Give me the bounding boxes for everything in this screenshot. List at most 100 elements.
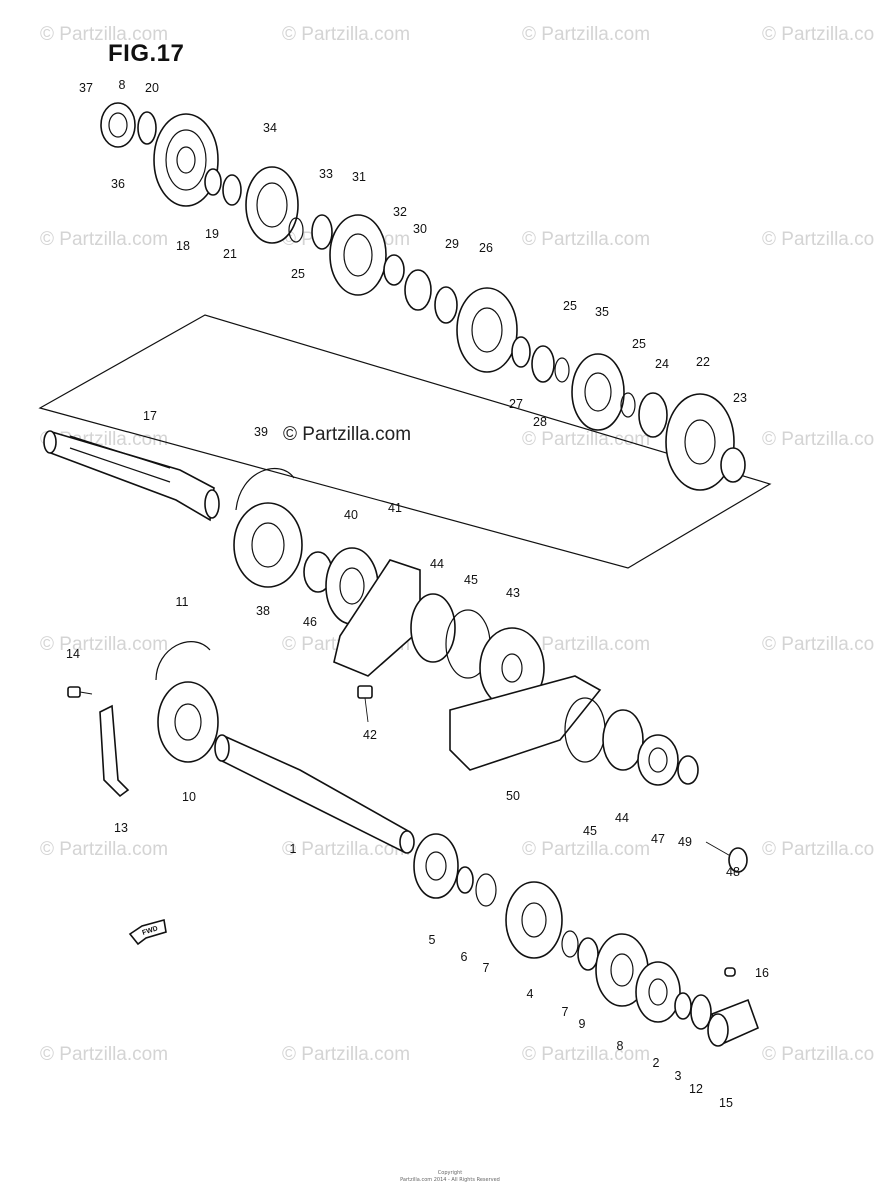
watermark: © Partzilla.com (522, 839, 650, 860)
watermark: © Partzilla.com (40, 24, 168, 45)
part-label-38: 38 (256, 604, 270, 618)
bushing-32 (383, 254, 405, 286)
circlip-7 (475, 873, 497, 907)
washer-20 (137, 111, 157, 145)
part-label-33: 33 (319, 167, 333, 181)
watermark: © Partzilla.com (40, 1044, 168, 1065)
bolt-42 (357, 685, 373, 723)
washer-6 (456, 866, 474, 894)
bearing-47 (637, 734, 679, 786)
gear-2 (635, 961, 681, 1023)
part-label-50: 50 (506, 789, 520, 803)
part-label-15: 15 (719, 1096, 733, 1110)
washer-9 (577, 937, 599, 971)
stopper-13 (99, 704, 130, 798)
watermark: © Partzilla.com (40, 634, 168, 655)
bushing-27 (511, 336, 531, 368)
bearing-10 (157, 681, 219, 763)
watermark: © Partzilla.com (762, 1044, 874, 1065)
part-label-3: 3 (675, 1069, 682, 1083)
bushing-3 (674, 992, 692, 1020)
washer-19 (204, 168, 222, 196)
part-label-37: 37 (79, 81, 93, 95)
part-label-21: 21 (223, 247, 237, 261)
bolt-48 (705, 841, 748, 873)
part-label-34: 34 (263, 121, 277, 135)
part-label-44a: 44 (430, 557, 444, 571)
part-label-10: 10 (182, 790, 196, 804)
part-label-39: 39 (254, 425, 268, 439)
part-label-19: 19 (205, 227, 219, 241)
watermark: © Partzilla.com (522, 1044, 650, 1065)
washer-30 (404, 269, 432, 311)
pin-16 (724, 967, 736, 977)
washer-33 (311, 214, 333, 250)
washer-12 (690, 994, 712, 1030)
watermark: © Partzilla.com (522, 24, 650, 45)
main-shaft-1 (214, 734, 415, 854)
bearing-38 (233, 502, 303, 588)
part-label-2: 2 (653, 1056, 660, 1070)
gear-22 (665, 393, 735, 491)
watermark: © Partzilla.com (282, 1044, 410, 1065)
washer-44 (602, 709, 644, 771)
part-label-1: 1 (290, 842, 297, 856)
circlip-11 (155, 641, 211, 681)
partzilla-credit: © Partzilla.com (283, 424, 412, 445)
watermark-layer: © Partzilla.com © Partzilla.com © Partzi… (40, 24, 874, 1065)
part-label-26: 26 (479, 241, 493, 255)
washer-29 (434, 286, 458, 324)
part-label-45b: 45 (583, 824, 597, 838)
part-label-35: 35 (595, 305, 609, 319)
watermark: © Partzilla.com (522, 429, 650, 450)
circlip-7 (561, 930, 579, 958)
needle-bearing-36 (100, 102, 136, 148)
footer-line-2: Partzilla.com 2014 - All Rights Reserved (400, 1177, 500, 1183)
watermark: © Partzilla.com (40, 229, 168, 250)
watermark: © Partzilla.com (522, 634, 650, 655)
part-label-42: 42 (363, 728, 377, 742)
circlip-25 (288, 217, 304, 243)
gear-34 (245, 166, 299, 244)
part-label-36: 36 (111, 177, 125, 191)
gear-18 (153, 113, 219, 207)
part-label-32: 32 (393, 205, 407, 219)
chain-50 (449, 675, 602, 771)
gear-35 (571, 353, 625, 431)
part-label-6: 6 (461, 950, 468, 964)
footer-line-1: Copyright (437, 1170, 463, 1176)
part-label-28: 28 (533, 415, 547, 429)
gear-31 (329, 214, 387, 296)
part-label-44b: 44 (615, 811, 629, 825)
gear-5 (413, 833, 459, 899)
part-label-7a: 7 (483, 961, 490, 975)
washer-28 (531, 345, 555, 383)
upper-shaft-parts (100, 102, 746, 491)
part-label-29: 29 (445, 237, 459, 251)
part-label-31: 31 (352, 170, 366, 184)
part-label-9: 9 (579, 1017, 586, 1031)
watermark: © Partzilla.com (522, 229, 650, 250)
part-label-7b: 7 (562, 1005, 569, 1019)
part-label-8b: 8 (617, 1039, 624, 1053)
watermark: © Partzilla.com (282, 839, 410, 860)
washer-44 (410, 593, 456, 663)
countershaft-17 (43, 430, 220, 522)
part-label-40: 40 (344, 508, 358, 522)
part-label-23: 23 (733, 391, 747, 405)
washer-24 (638, 392, 668, 438)
part-label-24: 24 (655, 357, 669, 371)
circlip-25 (620, 392, 636, 418)
countershaft-group-outline (38, 314, 772, 569)
part-label-14: 14 (66, 647, 80, 661)
gear-26 (456, 287, 518, 373)
bolt-14 (67, 686, 93, 698)
part-label-41: 41 (388, 501, 402, 515)
watermark: © Partzilla.com (762, 839, 874, 860)
part-label-47: 47 (651, 832, 665, 846)
circlip-25 (554, 357, 570, 383)
part-label-16: 16 (755, 966, 769, 980)
part-label-27: 27 (509, 397, 523, 411)
